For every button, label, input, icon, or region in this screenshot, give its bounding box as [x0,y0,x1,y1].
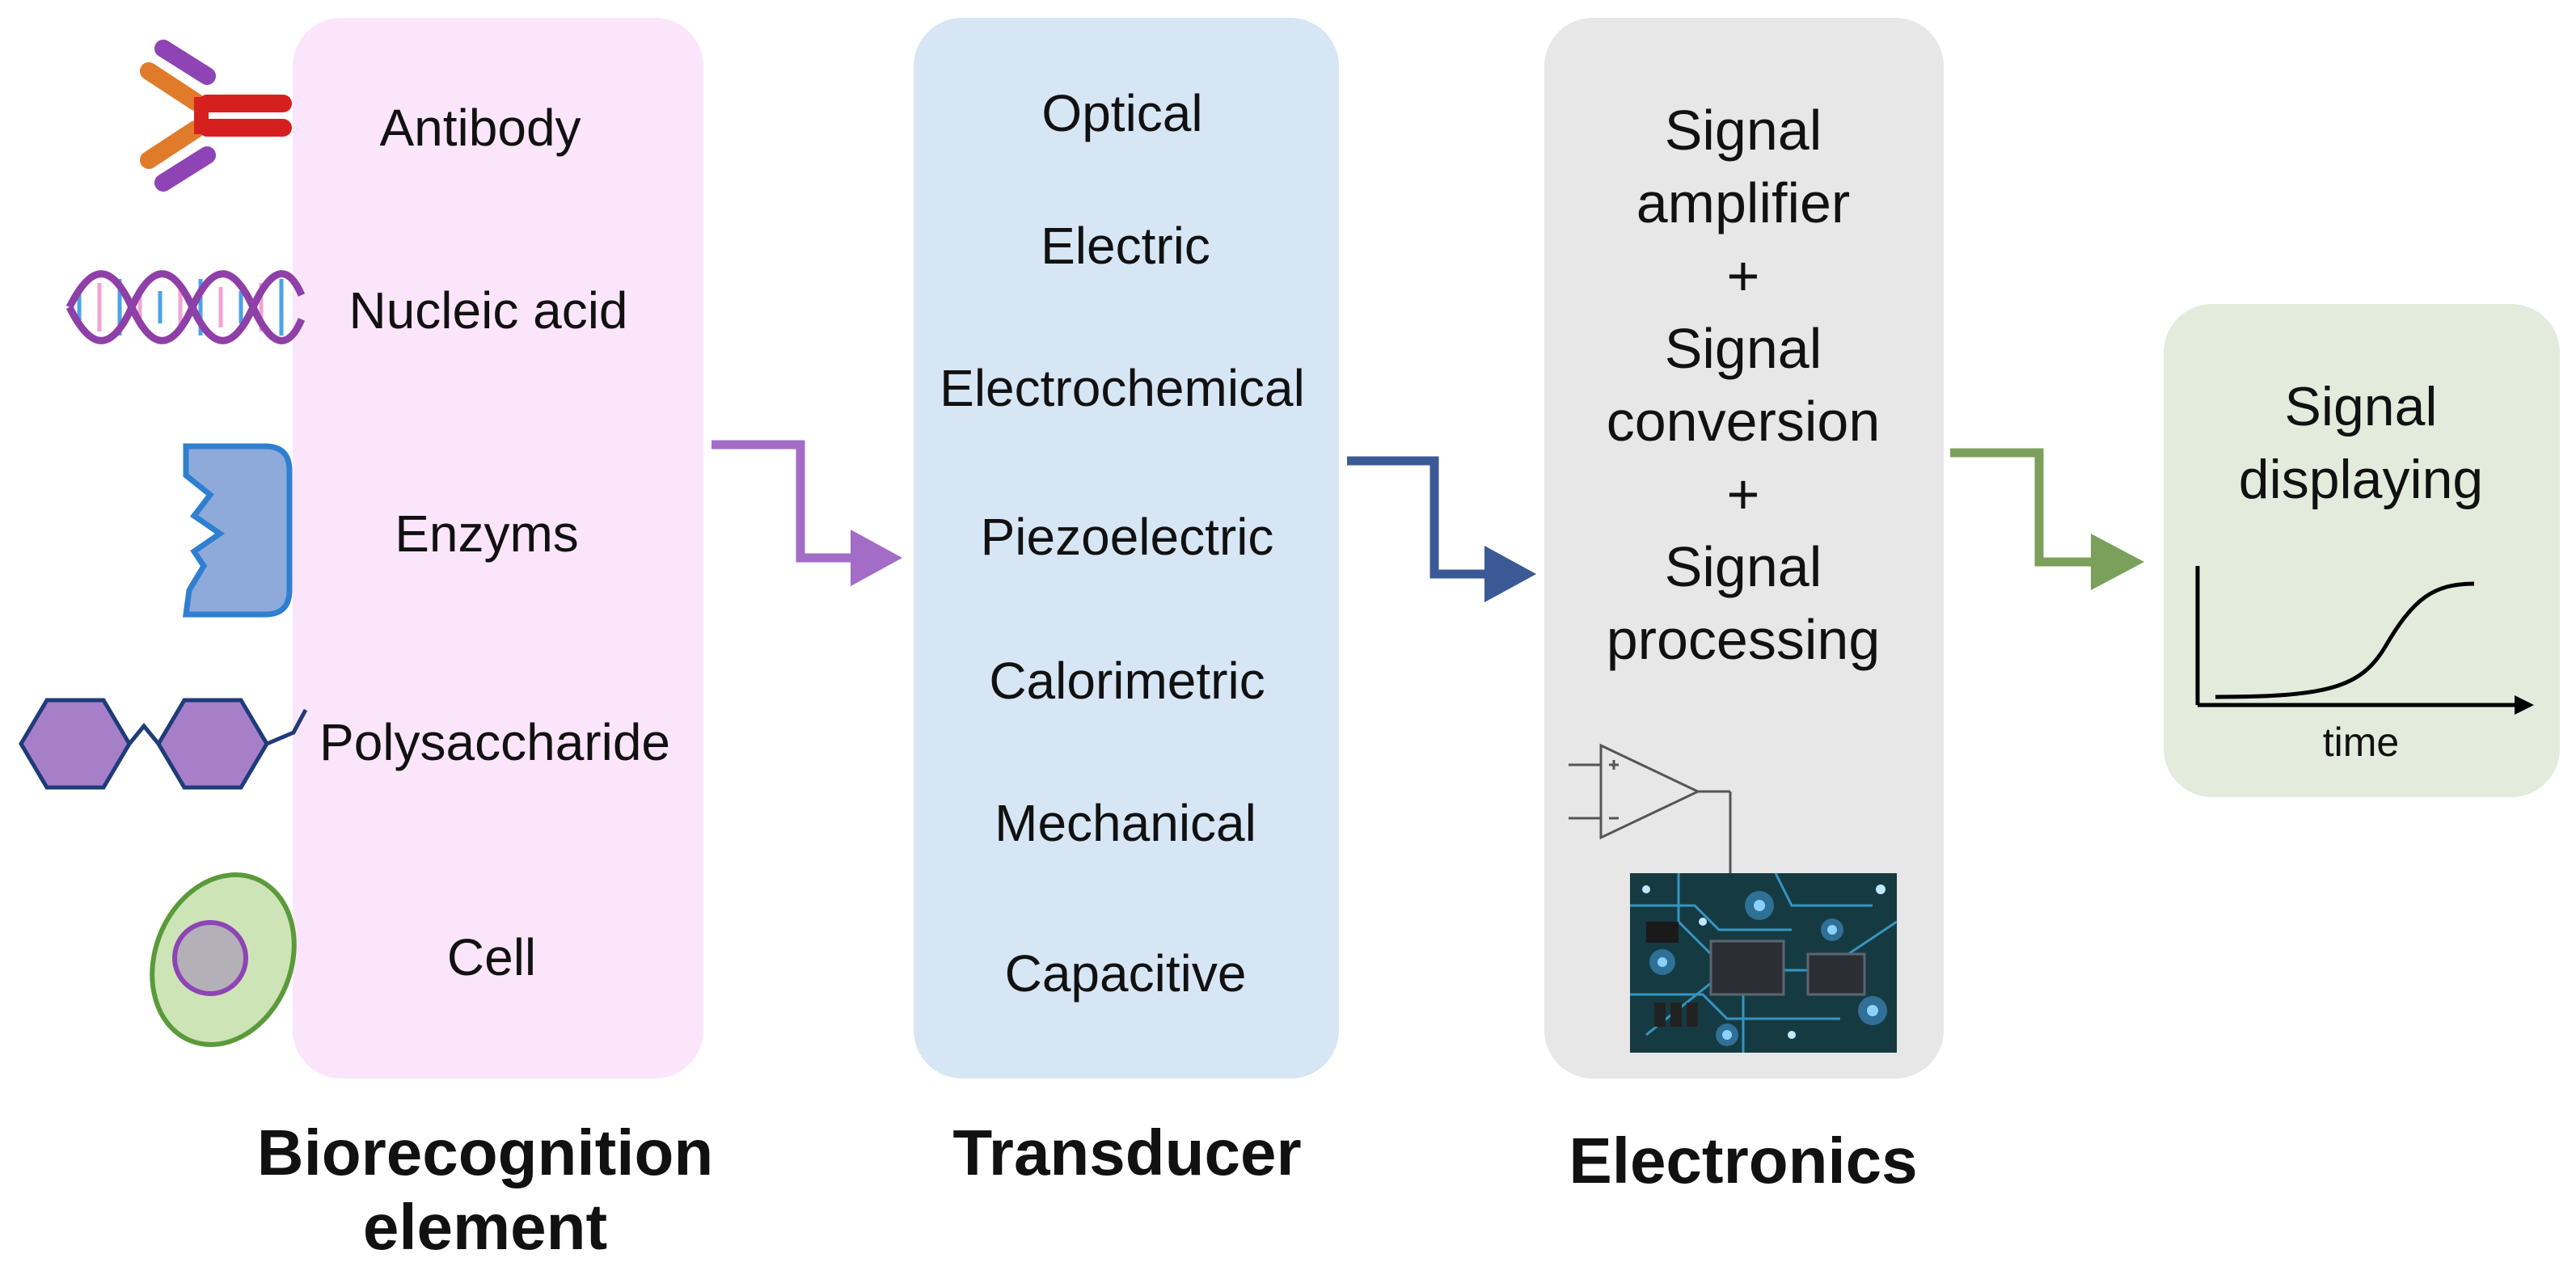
arrow-to-transducer [712,440,902,586]
transducer-caption: Transducer [952,1117,1302,1188]
display-description: Signal displaying [2239,370,2483,516]
electronics-line-5: conversion [1606,390,1881,453]
op-amp-icon [1569,743,1732,873]
time-axis-label: time [2322,720,2400,765]
electronics-caption: Electronics [1569,1125,1918,1197]
transducer-item-electrochemical: Electrochemical [940,359,1305,417]
polysaccharide-icon [19,698,308,790]
display-line-2: displaying [2238,449,2484,510]
biorecognition-item-cell: Cell [446,928,537,986]
biorecognition-item-nucleic-acid: Nucleic acid [348,281,628,340]
antibody-icon [140,40,292,192]
electronics-line-1: Signal [1664,99,1822,162]
electronics-line-4: Signal [1664,317,1822,380]
circuit-board-image [1630,872,1898,1053]
electronics-description: Signal amplifier + Signal conversion + S… [1607,94,1881,676]
display-panel [2164,304,2560,797]
biorecognition-caption: Biorecognition element [257,1116,713,1264]
electronics-line-3: + [1726,244,1760,307]
biorecognition-panel [293,18,703,1079]
transducer-item-piezoelectric: Piezoelectric [980,508,1274,566]
transducer-item-capacitive: Capacitive [1004,944,1247,1003]
biorecognition-caption-line2: element [362,1191,608,1263]
electronics-line-6: + [1726,462,1760,526]
cell-icon [150,872,297,1047]
biorecognition-item-enzyms: Enzyms [395,505,579,563]
electronics-line-8: processing [1606,608,1881,671]
dna-icon [65,270,306,344]
enzyme-icon [183,443,293,618]
display-line-1: Signal [2284,376,2438,437]
sigmoid-curve-icon [2195,566,2534,715]
biorecognition-item-antibody: Antibody [379,99,581,157]
biorecognition-item-polysaccharide: Polysaccharide [319,713,670,771]
transducer-item-optical: Optical [1041,84,1203,142]
electronics-line-2: amplifier [1636,171,1851,234]
transducer-item-mechanical: Mechanical [995,794,1256,852]
arrow-to-electronics [1347,456,1536,602]
transducer-item-calorimetric: Calorimetric [989,652,1265,710]
biorecognition-caption-line1: Biorecognition [256,1117,714,1188]
transducer-panel [914,18,1339,1079]
arrow-to-display [1950,448,2144,590]
electronics-line-7: Signal [1664,535,1822,598]
transducer-item-electric: Electric [1041,217,1210,275]
